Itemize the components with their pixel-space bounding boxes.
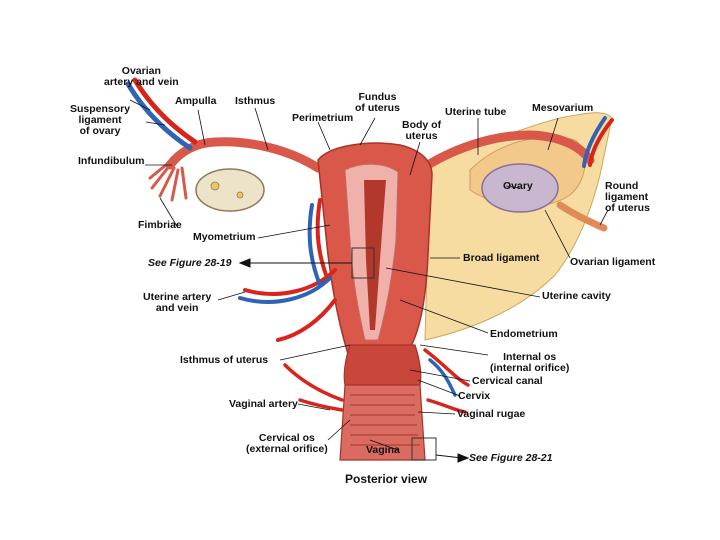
ovarian-vein-right [582, 116, 607, 168]
uterine-tube-left [165, 137, 323, 173]
label-ovarian-ligament: Ovarian ligament [570, 256, 656, 268]
uterine-artery [243, 198, 337, 342]
label-isthmus: Isthmus [235, 95, 276, 107]
cervix [343, 344, 422, 386]
follicle [210, 181, 220, 191]
ovarian-artery-right [588, 118, 614, 167]
caption-posterior-view: Posterior view [345, 472, 428, 486]
leader-lines [129, 99, 609, 451]
label-round-ligament: Round ligament of uterus [605, 180, 650, 214]
label-cervix: Cervix [458, 390, 491, 402]
label-internal-os: Internal os (internal orifice) [490, 351, 570, 374]
vaginal-artery-right [423, 348, 470, 414]
label-myometrium: Myometrium [193, 231, 256, 243]
label-fundus: Fundus of uterus [355, 91, 400, 114]
label-body-of-uterus: Body of uterus [402, 119, 442, 142]
label-mesovarium: Mesovarium [532, 102, 594, 114]
label-broad-ligament: Broad ligament [463, 252, 540, 264]
vaginal-rugae [350, 394, 420, 446]
uterine-tube-right [415, 130, 595, 175]
label-isthmus-of-uterus: Isthmus of uterus [180, 354, 269, 366]
label-ovarian-artery-vein: Ovarian artery and vein [104, 65, 179, 88]
vaginal-artery [283, 363, 344, 412]
round-ligament-right [556, 201, 608, 232]
ovarian-artery [132, 77, 198, 145]
label-ovary: Ovary [503, 180, 533, 192]
label-see-figure-28-21: See Figure 28-21 [469, 452, 553, 464]
label-cervical-os: Cervical os (external orifice) [246, 432, 328, 455]
label-vaginal-artery: Vaginal artery [229, 398, 298, 410]
ovary-left [195, 168, 265, 212]
label-uterine-cavity: Uterine cavity [542, 290, 611, 302]
label-see-figure-28-19: See Figure 28-19 [148, 257, 232, 269]
label-fimbriae: Fimbriae [138, 219, 182, 231]
label-perimetrium: Perimetrium [292, 112, 354, 124]
label-vagina: Vagina [366, 444, 400, 456]
label-uterine-tube: Uterine tube [445, 106, 507, 118]
fimbriae-left [148, 158, 188, 202]
label-uterine-artery-vein: Uterine artery and vein [143, 291, 212, 314]
label-ampulla: Ampulla [175, 95, 217, 107]
label-suspensory-ligament: Suspensory ligament of ovary [70, 103, 131, 137]
label-vaginal-rugae: Vaginal rugae [457, 408, 526, 420]
see-figure-21-box [411, 437, 437, 461]
uterine-cavity [364, 180, 386, 330]
label-cervical-canal: Cervical canal [472, 375, 543, 387]
vaginal-vein-right [428, 358, 457, 397]
reference-arrows [238, 258, 470, 463]
follicle [236, 191, 244, 199]
uterine-vein [238, 203, 332, 304]
label-infundibulum: Infundibulum [78, 155, 145, 167]
ovarian-vein [125, 81, 193, 151]
label-endometrium: Endometrium [490, 328, 558, 340]
